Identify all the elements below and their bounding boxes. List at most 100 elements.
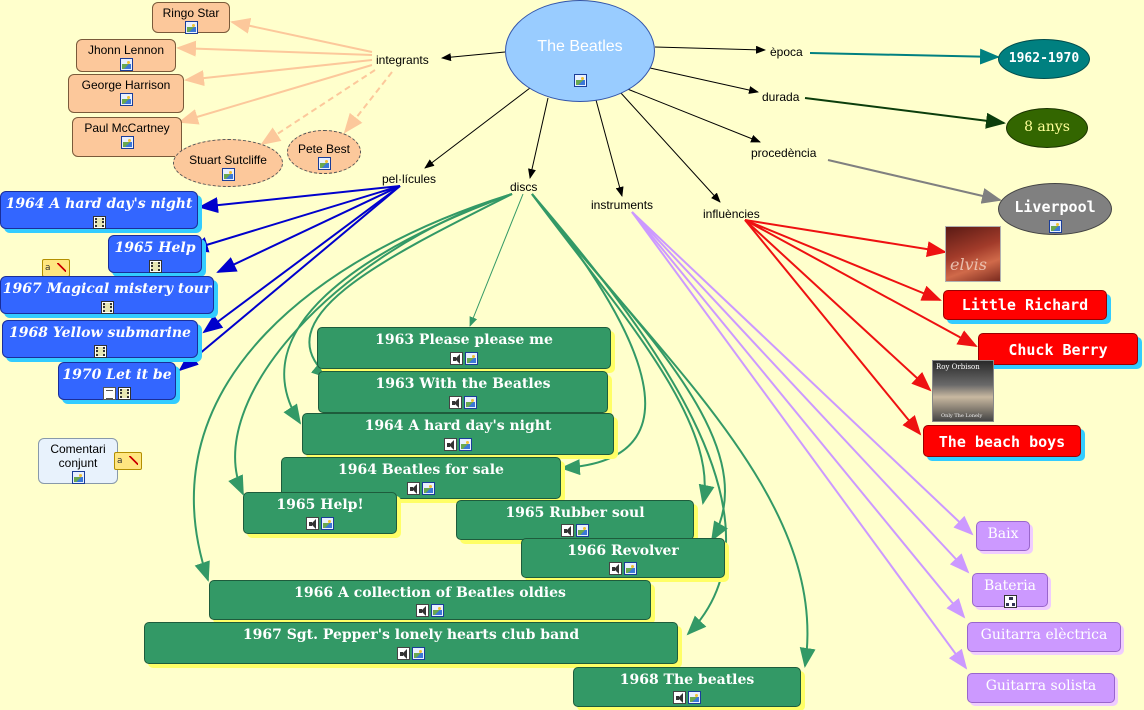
film-title: 1964 A hard day's night	[5, 196, 193, 212]
album-1963-with[interactable]: 1963 With the Beatles	[318, 371, 608, 413]
influence-name: Little Richard	[961, 296, 1089, 314]
image-icon[interactable]	[431, 603, 444, 617]
note-icon[interactable]: a	[114, 452, 142, 470]
image-icon[interactable]	[119, 58, 133, 72]
label-epoca: època	[770, 45, 803, 59]
image-icon[interactable]	[688, 690, 701, 704]
label-procedencia: procedència	[751, 146, 817, 160]
document-icon[interactable]	[103, 386, 116, 400]
elvis-photo-caption: elvis	[950, 255, 987, 274]
sound-icon[interactable]	[449, 395, 462, 409]
sound-icon[interactable]	[450, 351, 463, 365]
former-member-stuart[interactable]: Stuart Sutcliffe	[173, 139, 283, 187]
image-icon[interactable]	[422, 481, 435, 495]
epoca-value-node[interactable]: 1962-1970	[998, 39, 1090, 79]
comment-text: Comentari conjunt	[50, 442, 106, 470]
instrument-name: Bateria	[983, 578, 1037, 594]
image-icon[interactable]	[464, 395, 477, 409]
sound-icon[interactable]	[673, 690, 686, 704]
sound-icon[interactable]	[407, 481, 420, 495]
film-title: 1967 Magical mistery tour	[2, 281, 212, 297]
image-icon[interactable]	[184, 21, 198, 35]
film-1970[interactable]: 1970 Let it be	[58, 362, 176, 400]
instrument-guitarra-solista[interactable]: Guitarra solista	[967, 673, 1115, 703]
album-title: 1965 Help!	[276, 497, 364, 513]
film-1964[interactable]: 1964 A hard day's night	[0, 191, 198, 229]
film-1967[interactable]: 1967 Magical mistery tour	[0, 276, 214, 314]
member-name: Jhonn Lennon	[87, 43, 165, 57]
root-node[interactable]: The Beatles	[505, 0, 655, 102]
sound-icon[interactable]	[416, 603, 429, 617]
image-icon[interactable]	[120, 136, 134, 150]
influence-name: The beach boys	[938, 433, 1066, 451]
album-1966-revolver[interactable]: 1966 Revolver	[521, 538, 725, 578]
member-john[interactable]: Jhonn Lennon	[76, 39, 176, 72]
image-icon[interactable]	[71, 471, 85, 485]
member-ringo[interactable]: Ringo Star	[152, 2, 230, 35]
film-title: 1965 Help	[114, 240, 196, 256]
epoca-value: 1962-1970	[1008, 51, 1080, 66]
film-icon[interactable]	[93, 344, 107, 358]
influence-chuck-berry[interactable]: Chuck Berry	[978, 333, 1138, 365]
image-icon[interactable]	[573, 74, 587, 87]
former-member-pete[interactable]: Pete Best	[287, 130, 361, 174]
image-icon[interactable]	[321, 516, 334, 530]
member-paul[interactable]: Paul McCartney	[72, 117, 182, 157]
procedencia-value-node[interactable]: Liverpool	[998, 183, 1112, 235]
member-name: Stuart Sutcliffe	[189, 153, 267, 167]
album-1967-sgt-pepper[interactable]: 1967 Sgt. Pepper's lonely hearts club ba…	[144, 622, 678, 664]
film-title: 1970 Let it be	[62, 367, 172, 383]
note-icon[interactable]: a	[42, 259, 70, 277]
sound-icon[interactable]	[444, 437, 457, 451]
album-title: 1965 Rubber soul	[505, 505, 645, 521]
image-icon[interactable]	[576, 523, 589, 537]
durada-value-node[interactable]: 8 anys	[1006, 108, 1088, 148]
influence-name: Chuck Berry	[1008, 341, 1108, 359]
image-icon[interactable]	[317, 157, 331, 171]
film-icon[interactable]	[118, 386, 131, 400]
album-title: 1967 Sgt. Pepper's lonely hearts club ba…	[242, 627, 580, 643]
instrument-bateria[interactable]: Bateria	[972, 573, 1048, 608]
album-1964-hard[interactable]: 1964 A hard day's night	[302, 413, 614, 455]
film-icon[interactable]	[148, 259, 162, 273]
label-influencies: influències	[703, 207, 760, 221]
roy-orbison-subcaption: Only The Lonely	[941, 413, 983, 419]
member-george[interactable]: George Harrison	[68, 74, 184, 113]
image-icon[interactable]	[1048, 220, 1062, 233]
sound-icon[interactable]	[609, 561, 622, 575]
concept-map-icon[interactable]	[1003, 594, 1017, 608]
film-1965[interactable]: 1965 Help	[108, 235, 202, 273]
album-1966-collection[interactable]: 1966 A collection of Beatles oldies	[209, 580, 651, 620]
instrument-baix[interactable]: Baix	[976, 521, 1030, 551]
album-1965-rubber[interactable]: 1965 Rubber soul	[456, 500, 694, 540]
member-name: Pete Best	[297, 142, 351, 156]
roy-orbison-caption: Roy Orbison	[936, 363, 980, 371]
procedencia-value: Liverpool	[1014, 198, 1096, 216]
sound-icon[interactable]	[561, 523, 574, 537]
album-title: 1963 Please please me	[375, 332, 553, 348]
image-icon[interactable]	[221, 168, 235, 182]
instrument-name: Guitarra solista	[985, 678, 1097, 694]
instrument-guitarra-electrica[interactable]: Guitarra elèctrica	[967, 622, 1121, 652]
album-1968-the-beatles[interactable]: 1968 The beatles	[573, 667, 801, 707]
film-icon[interactable]	[100, 300, 114, 314]
image-icon[interactable]	[459, 437, 472, 451]
roy-orbison-photo[interactable]: Roy Orbison Only The Lonely	[932, 360, 994, 422]
influence-beach-boys[interactable]: The beach boys	[923, 425, 1081, 457]
album-1963-please[interactable]: 1963 Please please me	[317, 327, 611, 369]
film-1968[interactable]: 1968 Yellow submarine	[2, 320, 198, 358]
influence-little-richard[interactable]: Little Richard	[943, 290, 1107, 320]
elvis-photo[interactable]: elvis	[945, 226, 1001, 282]
comment-node[interactable]: Comentari conjunt	[38, 438, 118, 485]
sound-icon[interactable]	[306, 516, 319, 530]
image-icon[interactable]	[624, 561, 637, 575]
album-1965-help[interactable]: 1965 Help!	[243, 492, 397, 534]
image-icon[interactable]	[465, 351, 478, 365]
label-pellicules: pel·lícules	[382, 172, 437, 186]
instrument-name: Guitarra elèctrica	[980, 627, 1108, 643]
film-icon[interactable]	[92, 215, 106, 229]
album-title: 1966 Revolver	[567, 543, 679, 559]
sound-icon[interactable]	[397, 646, 410, 660]
image-icon[interactable]	[119, 93, 133, 107]
image-icon[interactable]	[412, 646, 425, 660]
